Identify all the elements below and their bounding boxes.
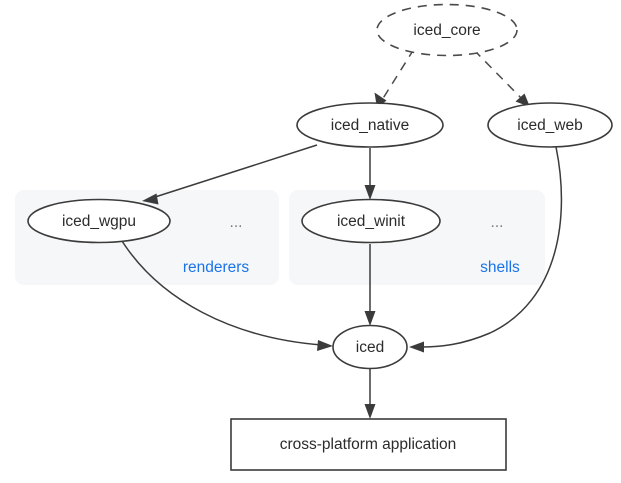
node-iced-core-shape[interactable] [376,3,518,57]
edge-iced-native-to-iced-wgpu-arrowhead [142,193,159,205]
cluster-renderers-label: renderers [183,259,250,276]
node-cross-platform-application[interactable]: cross-platform application [230,418,507,471]
edge-iced-core-to-iced-web-line [473,49,524,101]
edge-iced-native-to-iced-wgpu-line [151,144,318,199]
edge-iced-wgpu-to-iced [121,240,333,351]
node-iced-winit-label: iced_winit [337,213,406,230]
node-iced-core-label: iced_core [413,22,480,39]
node-iced-web[interactable]: iced_web [487,102,613,148]
node-iced-native-shape[interactable] [296,102,444,148]
node-iced-web-shape[interactable] [487,102,613,148]
cluster-renderers-ellipsis: ... [230,214,243,231]
node-iced-core[interactable]: iced_core [376,3,518,57]
edge-iced-native-to-iced-wgpu [142,144,318,205]
node-iced-winit[interactable]: iced_winit [301,198,441,244]
edge-iced-core-to-iced-web-arrowhead [515,93,530,107]
edge-iced-native-to-iced-winit [364,148,376,200]
edge-iced-core-to-iced-native-line [381,48,415,101]
cluster-shells-label: shells [480,259,520,276]
node-cross-platform-application-label: cross-platform application [280,436,457,453]
edge-iced-web-to-iced-arrowhead [409,341,424,353]
node-iced-web-label: iced_web [517,117,583,134]
node-iced[interactable]: iced [332,324,408,370]
node-iced-shape[interactable] [332,324,408,370]
cluster-shells-ellipsis: ... [491,214,504,231]
edge-iced-core-to-iced-web [473,49,530,107]
edge-iced-web-to-iced [409,146,563,353]
node-iced-native[interactable]: iced_native [296,102,444,148]
edge-iced-wgpu-to-iced-arrowhead [317,340,333,351]
node-iced-label: iced [356,339,384,356]
node-cross-platform-application-shape[interactable] [230,418,507,471]
node-iced-wgpu[interactable]: iced_wgpu [27,198,171,244]
edge-iced-native-to-iced-winit-arrowhead [364,185,376,200]
node-iced-winit-shape[interactable] [301,198,441,244]
edge-iced-web-to-iced-line [419,146,563,348]
edge-iced-to-app [364,369,376,419]
edge-iced-core-to-iced-native [374,48,415,108]
edge-iced-wgpu-to-iced-line [121,240,323,346]
edge-iced-winit-to-iced [364,244,376,326]
edge-iced-to-app-arrowhead [364,404,376,419]
node-iced-native-label: iced_native [331,117,409,134]
node-iced-wgpu-label: iced_wgpu [62,213,136,230]
edge-iced-winit-to-iced-arrowhead [364,311,376,326]
node-iced-wgpu-shape[interactable] [27,198,171,244]
